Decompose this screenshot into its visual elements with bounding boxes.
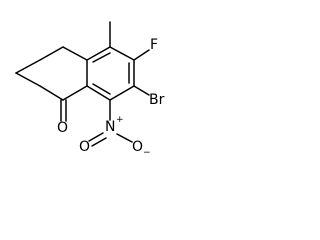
bond-c8-c8a [86, 85, 111, 101]
bond-bromine [133, 85, 150, 96]
double-bond-c4a-c5 [92, 52, 111, 63]
bond-c4-c3 [39, 46, 64, 61]
nitro-oxygen-single-label: O [132, 139, 143, 155]
bond-c8a-c1 [62, 85, 88, 101]
bond-fluorine [133, 49, 150, 61]
bond-c2-c1 [15, 72, 41, 87]
bromine-atom-label: Br [149, 92, 165, 108]
bond-c7-c8 [109, 85, 135, 101]
bond-c4a-c5 [86, 46, 111, 61]
bond-c4a-c4 [62, 46, 88, 61]
aromatic-ring [86, 46, 135, 101]
bond-c1-c8a [39, 85, 64, 101]
nitro-oxygen-double-label: O [79, 139, 90, 155]
nitro-nitrogen-charge: + [116, 115, 124, 125]
substituents [60, 21, 150, 147]
saturated-ring [15, 46, 88, 101]
bond-c5-c6 [109, 46, 135, 61]
bond-n-o-single [116, 133, 133, 143]
nitro-nitrogen-label: N [105, 119, 115, 135]
chemical-structure-diagram: F Br O N + O O − [15, 21, 165, 158]
carbonyl-oxygen-label: O [57, 120, 68, 136]
bond-n-o-double-1 [88, 132, 104, 142]
bond-c3-c2 [15, 59, 41, 74]
bond-n-o-double-2 [91, 137, 107, 147]
nitro-oxygen-charge: − [143, 148, 151, 158]
fluorine-atom-label: F [150, 37, 158, 53]
double-bond-c8-c8a [92, 83, 111, 95]
